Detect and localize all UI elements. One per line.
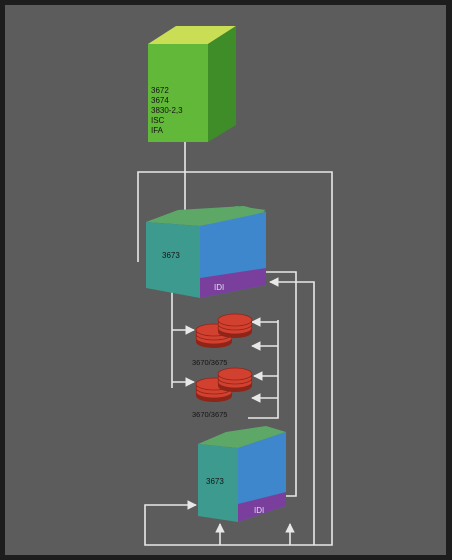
right-bus-line: [248, 320, 279, 419]
disk-stack-a: [195, 323, 233, 348]
idi-band: [238, 492, 286, 522]
controller2-label: 3673: [206, 477, 224, 486]
idi-band: [200, 268, 266, 298]
host-label-1: 3672: [151, 86, 169, 95]
controller2-top-face: [198, 426, 286, 448]
outer-loop-line: [137, 171, 333, 546]
controller-top: 3673 IDI: [146, 206, 266, 298]
disk-group-2-label: 3670/3675: [192, 410, 227, 419]
host-label-5: IFA: [151, 126, 164, 135]
controller1-return-line: [269, 277, 315, 545]
disk-stack-d: [217, 367, 253, 392]
disk-stack-b: [217, 313, 253, 338]
controller1-label: 3673: [162, 251, 180, 260]
controller1-top-face-main: [146, 206, 266, 226]
host-label-2: 3674: [151, 96, 169, 105]
host-label-3: 3830-2,3: [151, 106, 183, 115]
controller2-front-face: [198, 444, 238, 522]
host-top-face: [148, 26, 236, 44]
controller-bottom: 3673 IDI: [198, 426, 286, 522]
host-label-4: ISC: [151, 116, 165, 125]
host-front-face: [148, 44, 208, 142]
controller1-front-face: [146, 222, 200, 298]
host-side-face: [208, 26, 236, 142]
disk-group-2: 3670/3675: [192, 367, 253, 419]
connection-lines: [137, 142, 333, 546]
controller2-idi-label: IDI: [254, 506, 264, 515]
disk-group-1-label: 3670/3675: [192, 358, 227, 367]
controller1-idi-label: IDI: [214, 283, 224, 292]
disk-group-1: 3670/3675: [192, 313, 253, 367]
host-processor: 3672 3674 3830-2,3 ISC IFA: [148, 26, 236, 142]
